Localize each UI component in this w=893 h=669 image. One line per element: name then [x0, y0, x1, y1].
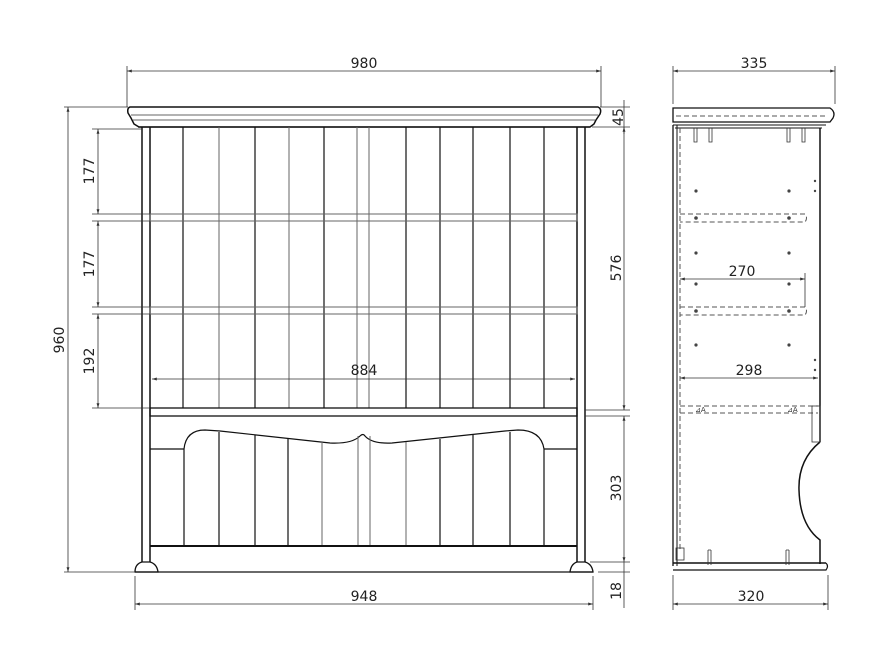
front-view: 980 960 177 177 192 884: [52, 56, 630, 610]
dim-shelf-gap-3: 192: [82, 348, 98, 375]
dim-top-depth: 335: [741, 56, 768, 72]
dim-upper-height: 576: [609, 255, 625, 282]
dim-inner-width: 884: [351, 363, 378, 379]
dim-width-top: 980: [351, 56, 378, 72]
dim-shelf-gap-1: 177: [82, 158, 98, 185]
back-boards-upper: [182, 127, 545, 408]
dim-cornice-height: 45: [611, 108, 627, 126]
front-dimensions: 980 960 177 177 192 884: [52, 56, 630, 610]
side-dimensions: 335 270 298 320: [672, 56, 836, 610]
lower-section: [135, 429, 593, 573]
shelves: [149, 213, 578, 417]
dim-overall-height: 960: [52, 327, 68, 354]
svg-text:⊿A: ⊿A: [787, 406, 798, 414]
side-posts: [134, 127, 594, 573]
dim-lower-height: 303: [609, 475, 625, 502]
dim-base-depth: 320: [738, 589, 765, 605]
dim-shelf-depth-2: 298: [736, 363, 763, 379]
dim-shelf-depth-1: 270: [729, 264, 756, 280]
shelf-pins: [694, 179, 817, 372]
cornice: [127, 106, 602, 128]
dim-base-width: 948: [351, 589, 378, 605]
dim-shelf-gap-2: 177: [82, 251, 98, 278]
side-view: ⊿A ⊿A 335 270 298: [672, 56, 836, 610]
svg-text:⊿A: ⊿A: [695, 406, 706, 414]
dim-plinth-height: 18: [609, 582, 625, 600]
